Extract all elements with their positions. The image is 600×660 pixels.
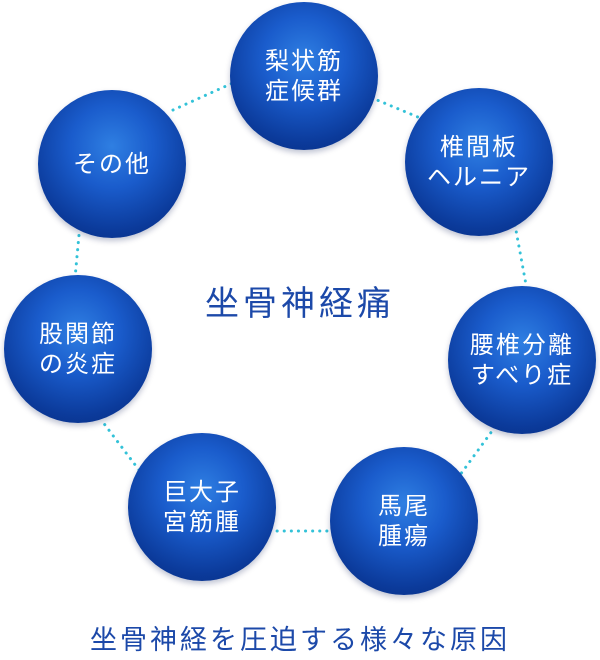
node-label-line: の炎症	[39, 350, 117, 378]
node-label-line: 梨状筋	[265, 47, 343, 75]
node-label-line: 腰椎分離	[470, 331, 574, 359]
node-label-line: その他	[73, 150, 151, 178]
node-label-line: 症候群	[265, 77, 343, 105]
center-title: 坐骨神経痛	[205, 284, 395, 324]
connector-6-7	[73, 233, 81, 280]
node-label-line: 股関節	[39, 320, 117, 348]
node-label-line: 椎間板	[440, 133, 518, 161]
cause-node-other: その他	[38, 90, 186, 238]
diagram-caption: 坐骨神経を圧迫する様々な原因	[90, 625, 510, 656]
node-label-line: 宮筋腫	[163, 508, 241, 536]
connector-3-4	[458, 425, 497, 477]
cause-node-cauda-equina-tumor: 馬尾 腫瘍	[330, 447, 478, 595]
node-label-line: 馬尾	[378, 492, 430, 520]
cause-node-spondylolysis: 腰椎分離 すべり症	[448, 286, 596, 434]
cause-node-uterine-fibroid: 巨大子 宮筋腫	[128, 433, 276, 581]
cause-node-disc-herniation: 椎間板 ヘルニア	[405, 88, 553, 236]
cause-node-piriformis: 梨状筋 症候群	[230, 2, 378, 150]
cause-node-hip-inflammation: 股関節 の炎症	[4, 275, 152, 423]
sciatica-causes-diagram: 梨状筋 症候群 椎間板 ヘルニア 腰椎分離 すべり症 馬尾 腫瘍 巨大子 宮筋腫…	[4, 2, 596, 595]
node-label-line: 腫瘍	[378, 522, 430, 550]
connector-7-1	[171, 80, 237, 112]
connector-2-3	[513, 223, 529, 292]
node-label-line: 巨大子	[163, 478, 241, 506]
connector-5-6	[100, 419, 141, 472]
node-label-line: ヘルニア	[427, 163, 531, 191]
connector-lines	[73, 80, 529, 533]
node-label-line: すべり症	[470, 361, 574, 389]
